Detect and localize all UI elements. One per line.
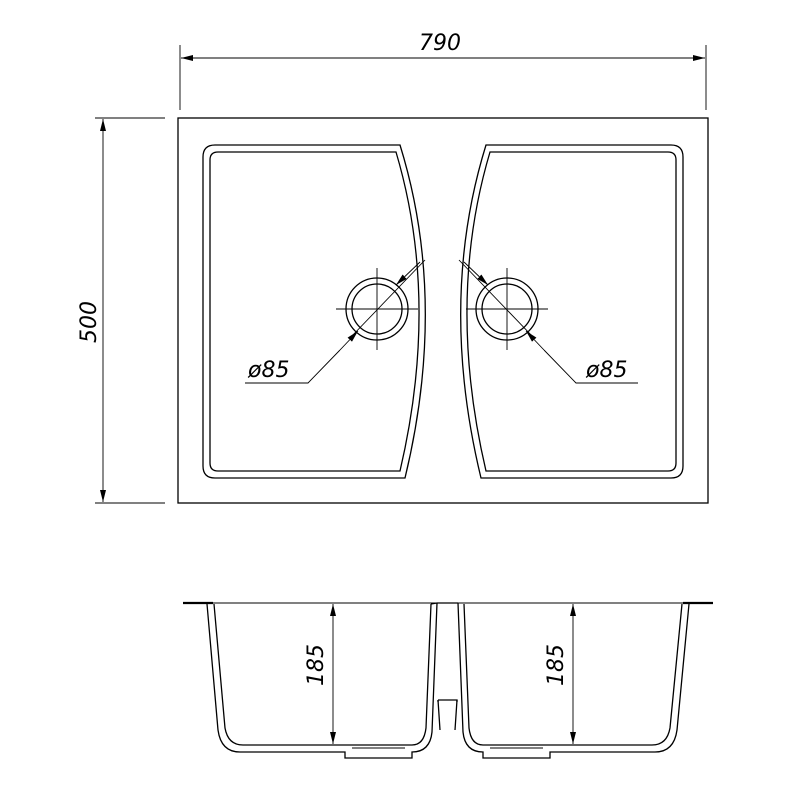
width-dimension: 790 [179, 31, 707, 110]
bowl-depth-right-label: 185 [544, 644, 569, 686]
depth-label: 500 [77, 301, 102, 343]
drain-right: ø85 [458, 259, 638, 384]
width-label: 790 [419, 31, 461, 56]
depth-dimension: 500 [77, 117, 165, 504]
drain-right-label: ø85 [585, 358, 627, 383]
side-view: 185 185 [183, 601, 713, 759]
bowl-depth-left: 185 [304, 604, 336, 744]
drain-left: ø85 [245, 259, 426, 384]
bowl-depth-right: 185 [544, 604, 576, 744]
top-view: ø85 ø85 [177, 117, 709, 504]
drain-left-label: ø85 [247, 358, 289, 383]
bowl-depth-left-label: 185 [304, 644, 329, 686]
